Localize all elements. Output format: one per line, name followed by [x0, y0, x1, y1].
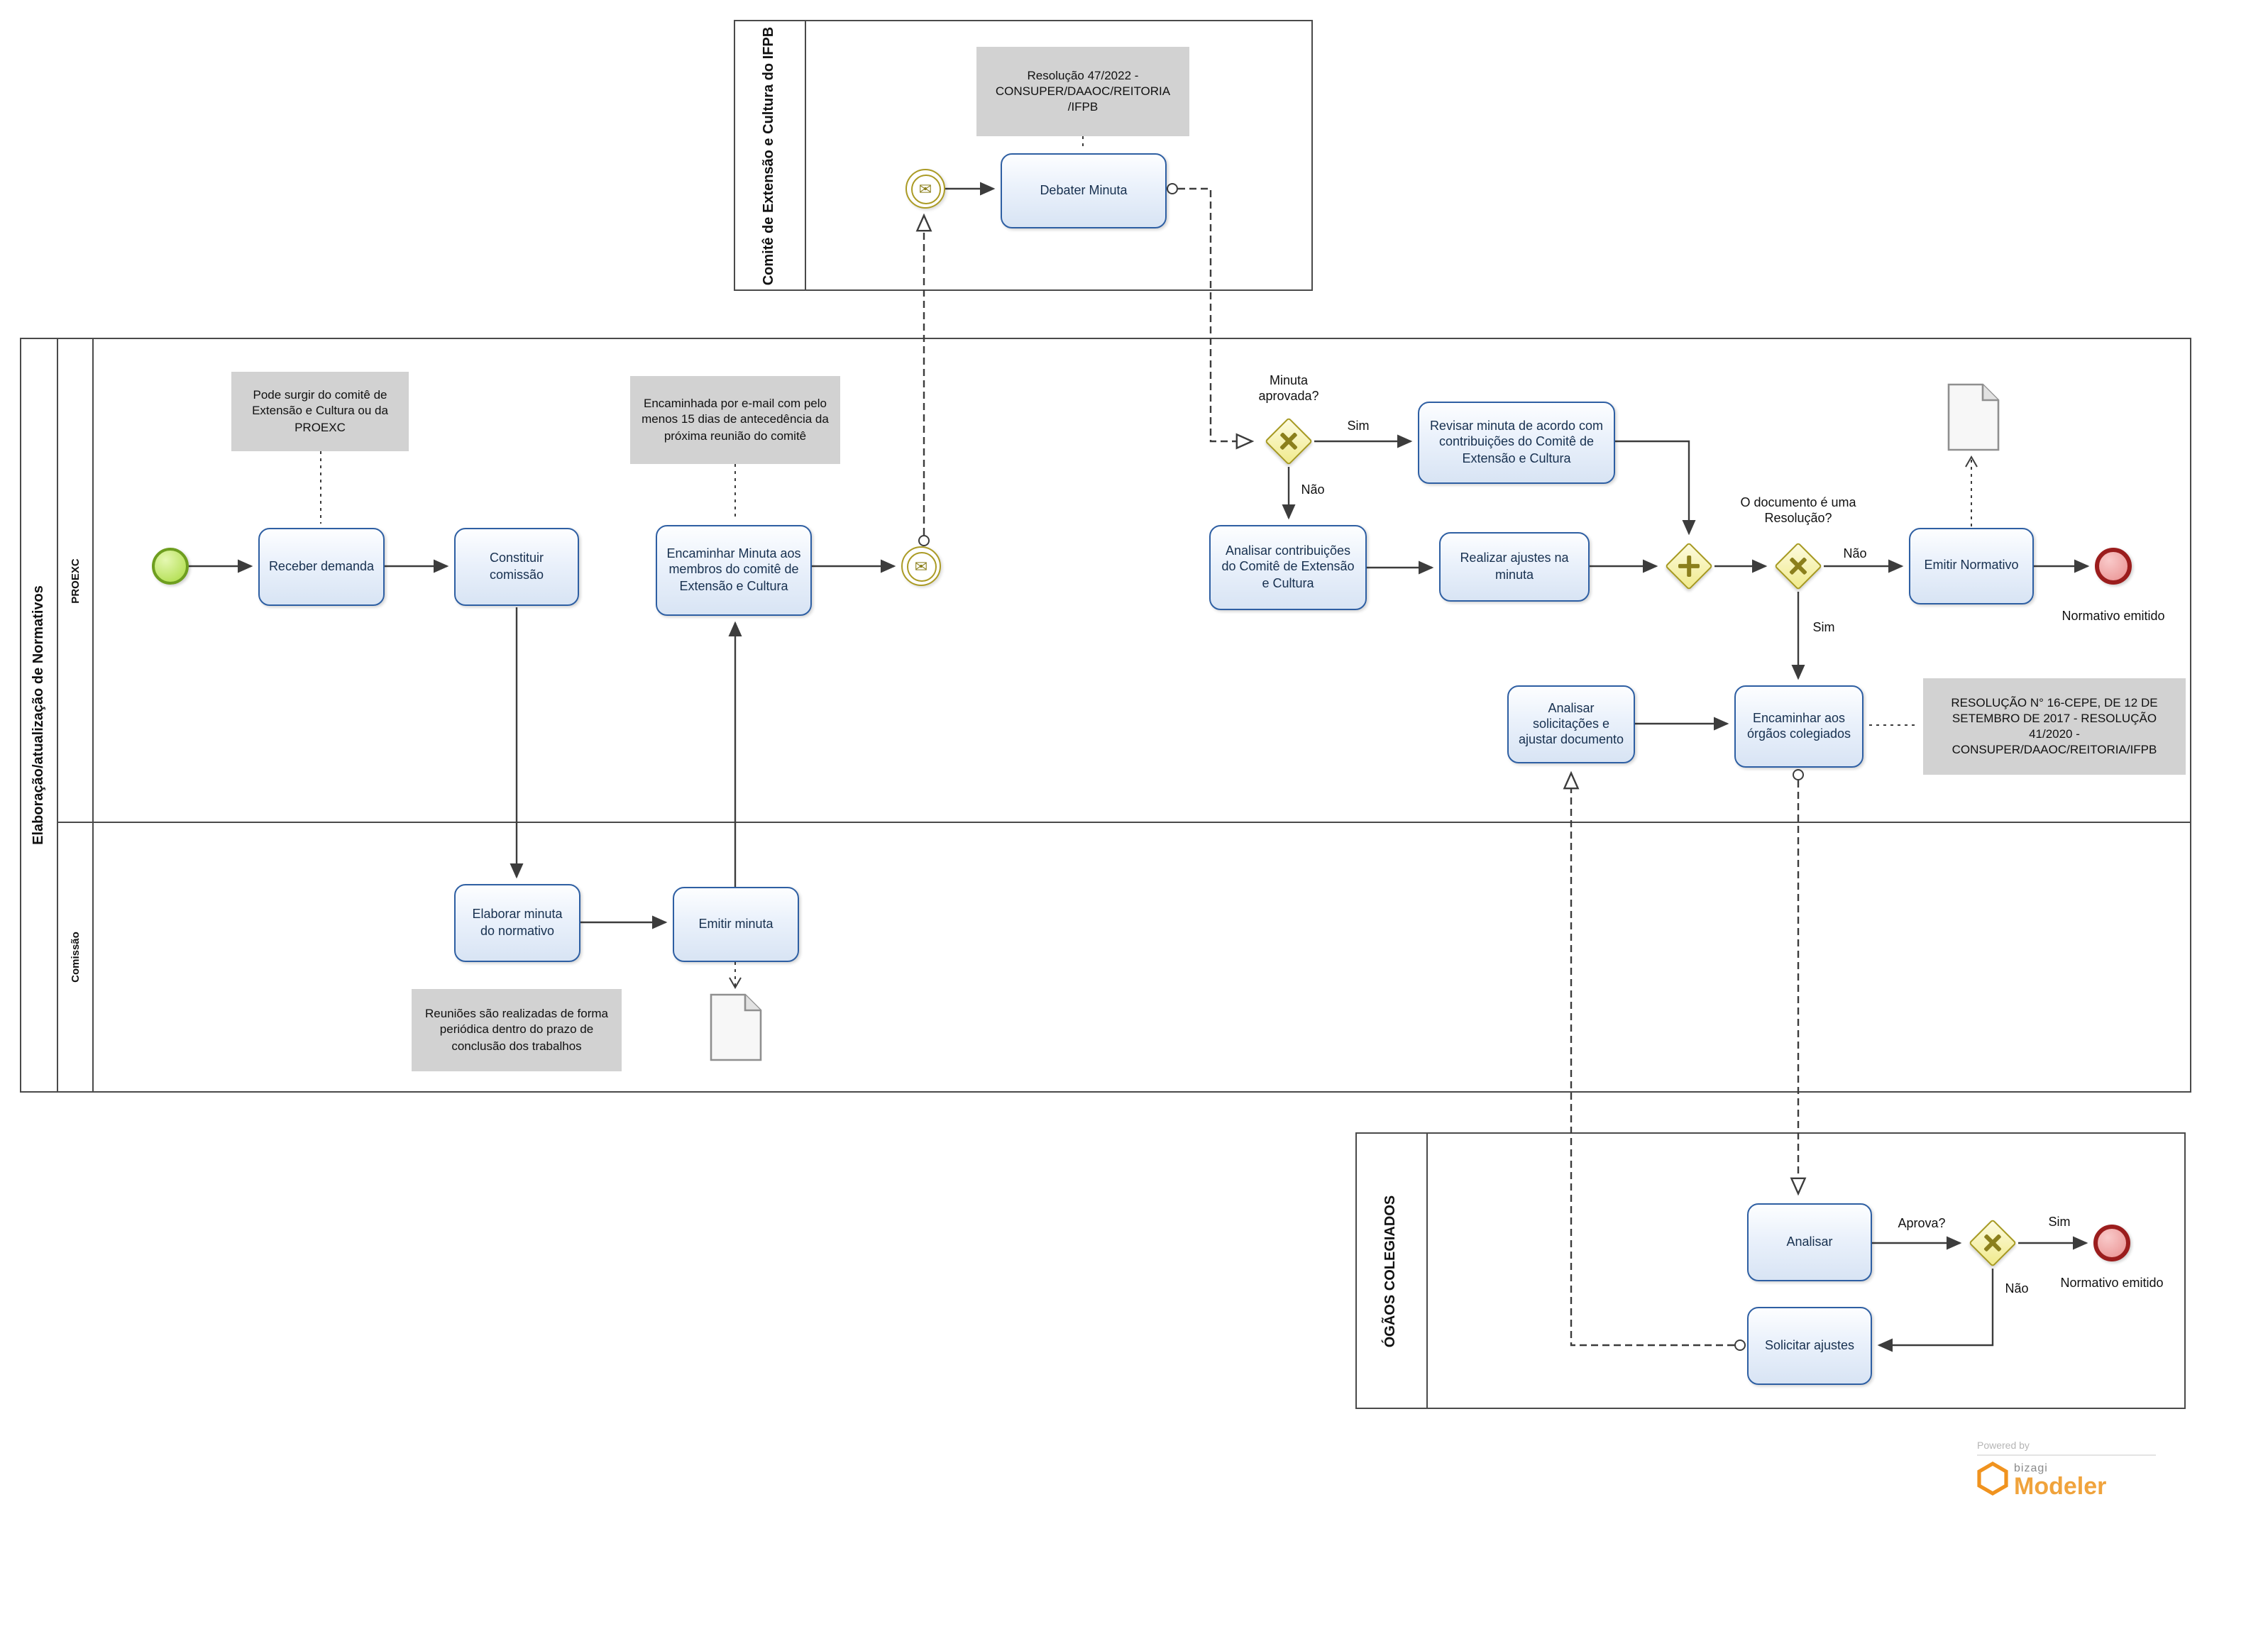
bizagi-hexagon-icon: [1977, 1461, 2008, 1503]
flow-label-sim: Sim: [1812, 620, 1835, 634]
task-encaminhar-orgaos[interactable]: Encaminhar aos órgãos colegiados: [1734, 685, 1864, 768]
bizagi-branding: Powered by bizagi Modeler: [1977, 1442, 2156, 1503]
flow-revisar-parallel: [1615, 440, 1696, 536]
msgflow-source-dot: [1734, 1340, 1746, 1351]
task-solicitar-ajustes[interactable]: Solicitar ajustes: [1747, 1307, 1872, 1385]
envelope-icon: ✉: [910, 174, 940, 204]
modeler-wordmark: Modeler: [2014, 1473, 2107, 1500]
gateway-documento-resolucao[interactable]: [1773, 541, 1824, 592]
flow-label-sim: Sim: [2048, 1215, 2071, 1229]
powered-by-label: Powered by: [1977, 1442, 2030, 1452]
bizagi-wordmark: bizagi: [2014, 1462, 2048, 1474]
task-encaminhar-minuta[interactable]: Encaminhar Minuta aos membros do comitê …: [656, 525, 812, 616]
flow-label-nao: Não: [1843, 546, 1867, 560]
flow-gwaprova-solicitar-nao: [1877, 1269, 1994, 1352]
msgflow-solicitar-analisarsolic: [1563, 770, 1734, 1347]
gateway-label-minuta-aprovada: Minuta aprovada?: [1258, 373, 1319, 403]
gateway-parallel[interactable]: [1663, 541, 1714, 592]
task-analisar-solicitacoes[interactable]: Analisar solicitações e ajustar document…: [1507, 685, 1635, 763]
msgflow-source-dot: [918, 535, 930, 546]
annotation-reunioes: Reuniões são realizadas de forma periódi…: [412, 989, 622, 1071]
task-emitir-minuta[interactable]: Emitir minuta: [673, 887, 799, 962]
msgflow-source-dot: [1167, 183, 1178, 194]
gateway-label-documento-resolucao: O documento é uma Resolução?: [1740, 495, 1856, 525]
pool-colegiados-label-band: ÓGÃOS COLEGIADOS: [1357, 1134, 1428, 1408]
envelope-icon: ✉: [906, 551, 936, 581]
annotation-resolucao-16: RESOLUÇÃO N° 16-CEPE, DE 12 DE SETEMBRO …: [1923, 678, 2186, 775]
lane-divider: [58, 822, 2190, 823]
task-emitir-normativo[interactable]: Emitir Normativo: [1909, 528, 2034, 604]
pool-main-label-band: Elaboração/atualização de Normativos: [21, 339, 58, 1091]
task-receber-demanda[interactable]: Receber demanda: [258, 528, 385, 606]
task-constituir-comissao[interactable]: Constituir comissão: [454, 528, 579, 606]
task-debater-minuta[interactable]: Debater Minuta: [1001, 153, 1167, 228]
annotation-pode-surgir: Pode surgir do comitê de Extensão e Cult…: [231, 372, 409, 451]
task-revisar-minuta[interactable]: Revisar minuta de acordo com contribuiçõ…: [1418, 402, 1615, 484]
flow-label-sim: Sim: [1347, 419, 1370, 433]
annotation-encaminhada-email: Encaminhada por e-mail com pelo menos 15…: [630, 376, 840, 464]
lane-comissao-label-band: Comissão: [58, 822, 94, 1091]
msgflow-debater-gwminuta: [1178, 187, 1255, 450]
task-analisar-contribuicoes[interactable]: Analisar contribuições do Comitê de Exte…: [1209, 525, 1367, 610]
msgflow-source-dot: [1793, 769, 1804, 780]
gateway-minuta-aprovada[interactable]: [1263, 416, 1314, 467]
message-event-comite[interactable]: ✉: [905, 169, 945, 209]
task-realizar-ajustes[interactable]: Realizar ajustes na minuta: [1439, 532, 1590, 602]
end-event-label: Normativo emitido: [2061, 609, 2165, 623]
pool-comite-label-band: Comitê de Extensão e Cultura do IFPB: [735, 21, 806, 289]
message-event-proexc[interactable]: ✉: [901, 546, 941, 586]
gateway-label-aprova: Aprova?: [1898, 1216, 1946, 1230]
lane-proexc-label-band: PROEXC: [58, 339, 94, 822]
flow-label-nao: Não: [2005, 1281, 2029, 1296]
annotation-resolucao-47: Resolução 47/2022 - CONSUPER/DAAOC/REITO…: [976, 47, 1189, 136]
task-elaborar-minuta[interactable]: Elaborar minuta do normativo: [454, 884, 580, 962]
end-event-colegiados[interactable]: [2093, 1225, 2130, 1261]
start-event[interactable]: [152, 548, 189, 585]
end-event-normativo[interactable]: [2095, 548, 2132, 585]
end-event-label: Normativo emitido: [2060, 1276, 2164, 1290]
flow-label-nao: Não: [1301, 482, 1325, 497]
document-icon-normativo[interactable]: [1947, 383, 2000, 458]
gateway-aprova[interactable]: [1967, 1217, 2018, 1269]
document-icon-minuta[interactable]: [710, 993, 762, 1068]
task-analisar-colegiados[interactable]: Analisar: [1747, 1203, 1872, 1281]
